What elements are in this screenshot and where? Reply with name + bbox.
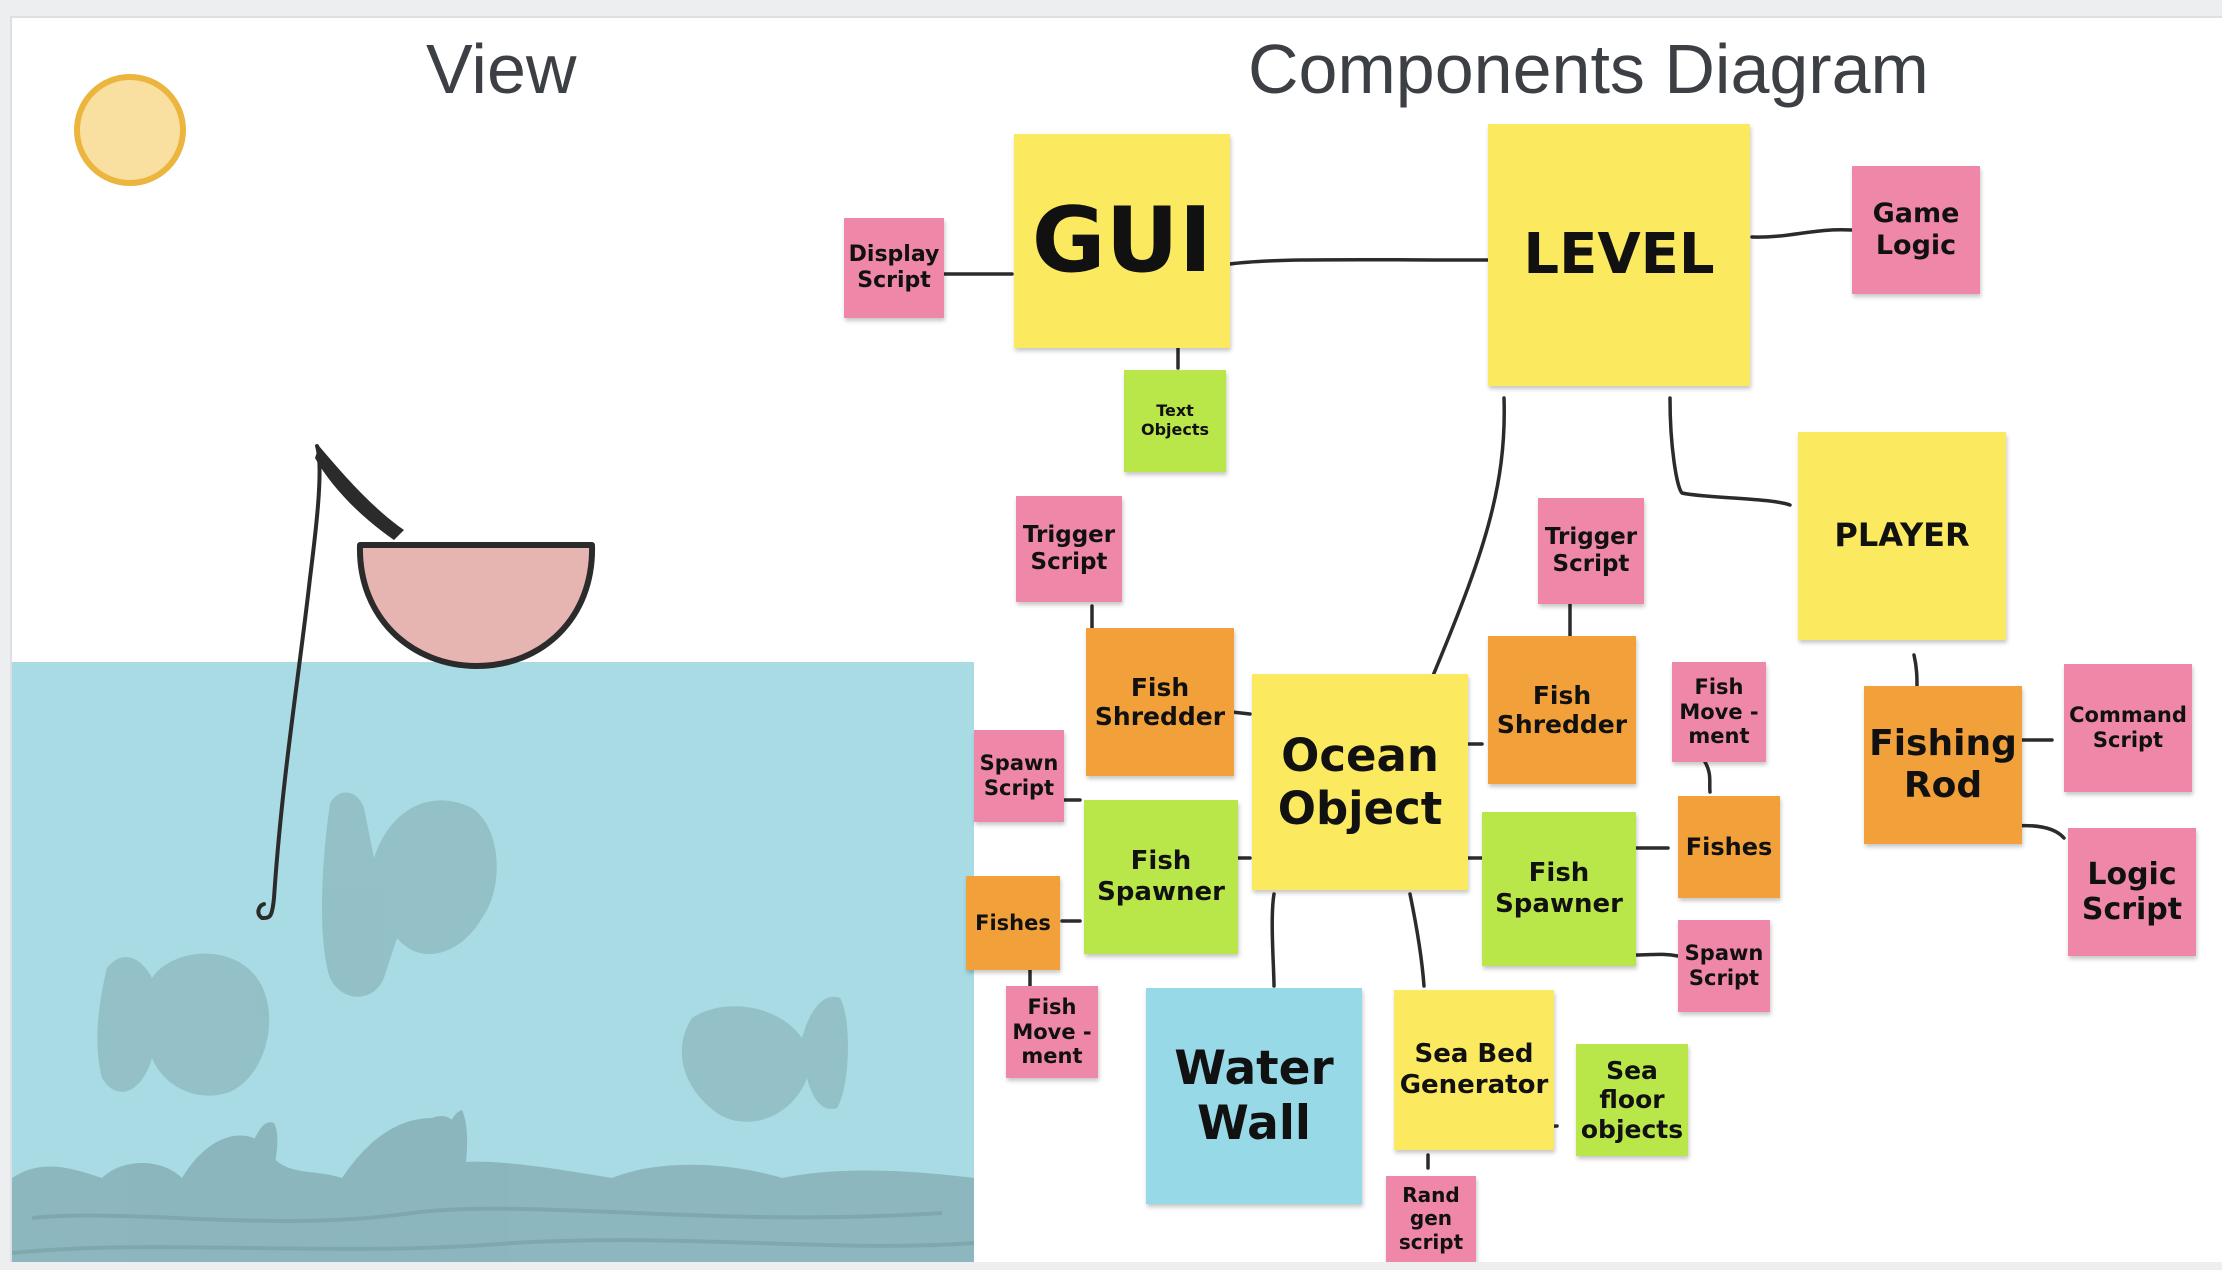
view-sketch	[12, 74, 975, 1262]
note-fishes-1: Fishes	[966, 876, 1060, 970]
sun-icon	[74, 74, 186, 186]
view-heading: View	[426, 30, 577, 108]
note-fishes-2: Fishes	[1678, 796, 1780, 898]
diagram-heading: Components Diagram	[1248, 30, 1929, 108]
note-player: PLAYER	[1798, 432, 2006, 640]
boat-icon	[356, 542, 596, 669]
fishing-line-icon	[256, 444, 322, 921]
seaweed-icon	[12, 1110, 974, 1262]
note-level: LEVEL	[1488, 124, 1750, 386]
connector-lines	[940, 227, 2066, 1170]
fish-shadow-icon	[97, 792, 848, 1122]
note-gui: GUI	[1014, 134, 1230, 348]
